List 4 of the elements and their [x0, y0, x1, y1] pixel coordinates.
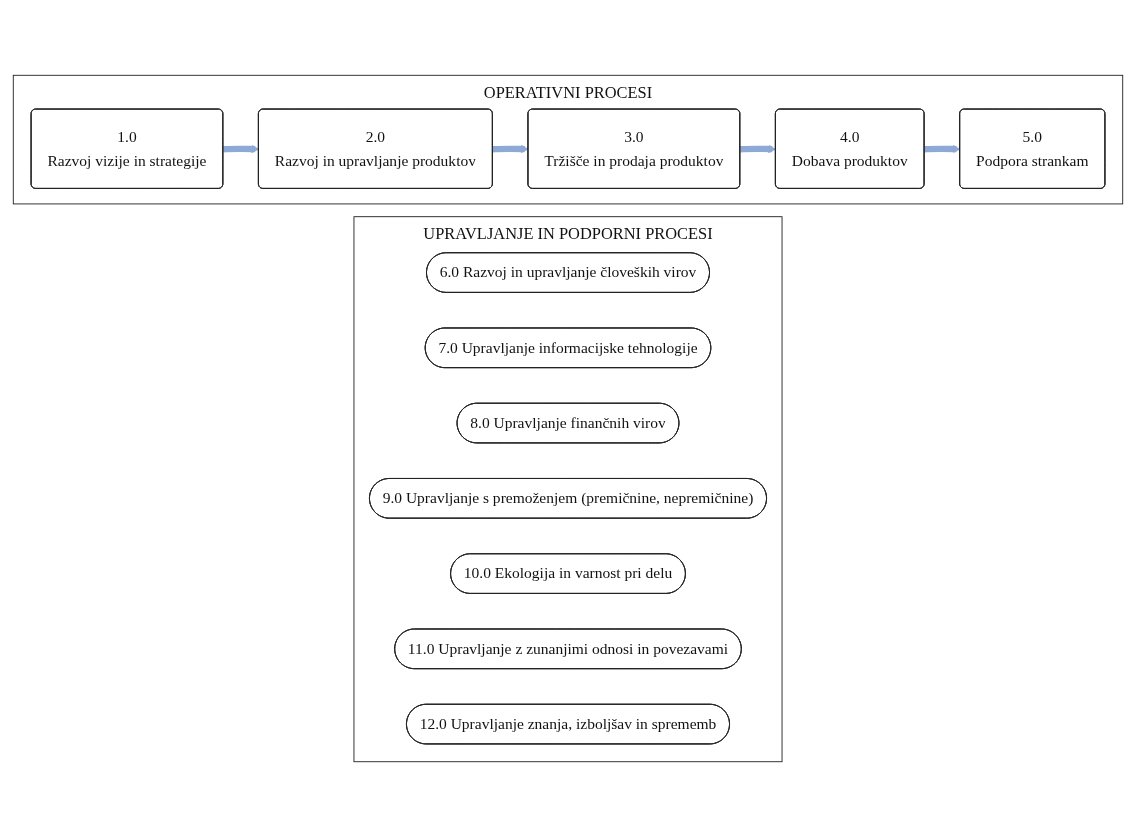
arrow: [924, 145, 961, 154]
arrow: [739, 145, 777, 154]
arrow: [222, 145, 260, 154]
arrow: [492, 145, 529, 154]
